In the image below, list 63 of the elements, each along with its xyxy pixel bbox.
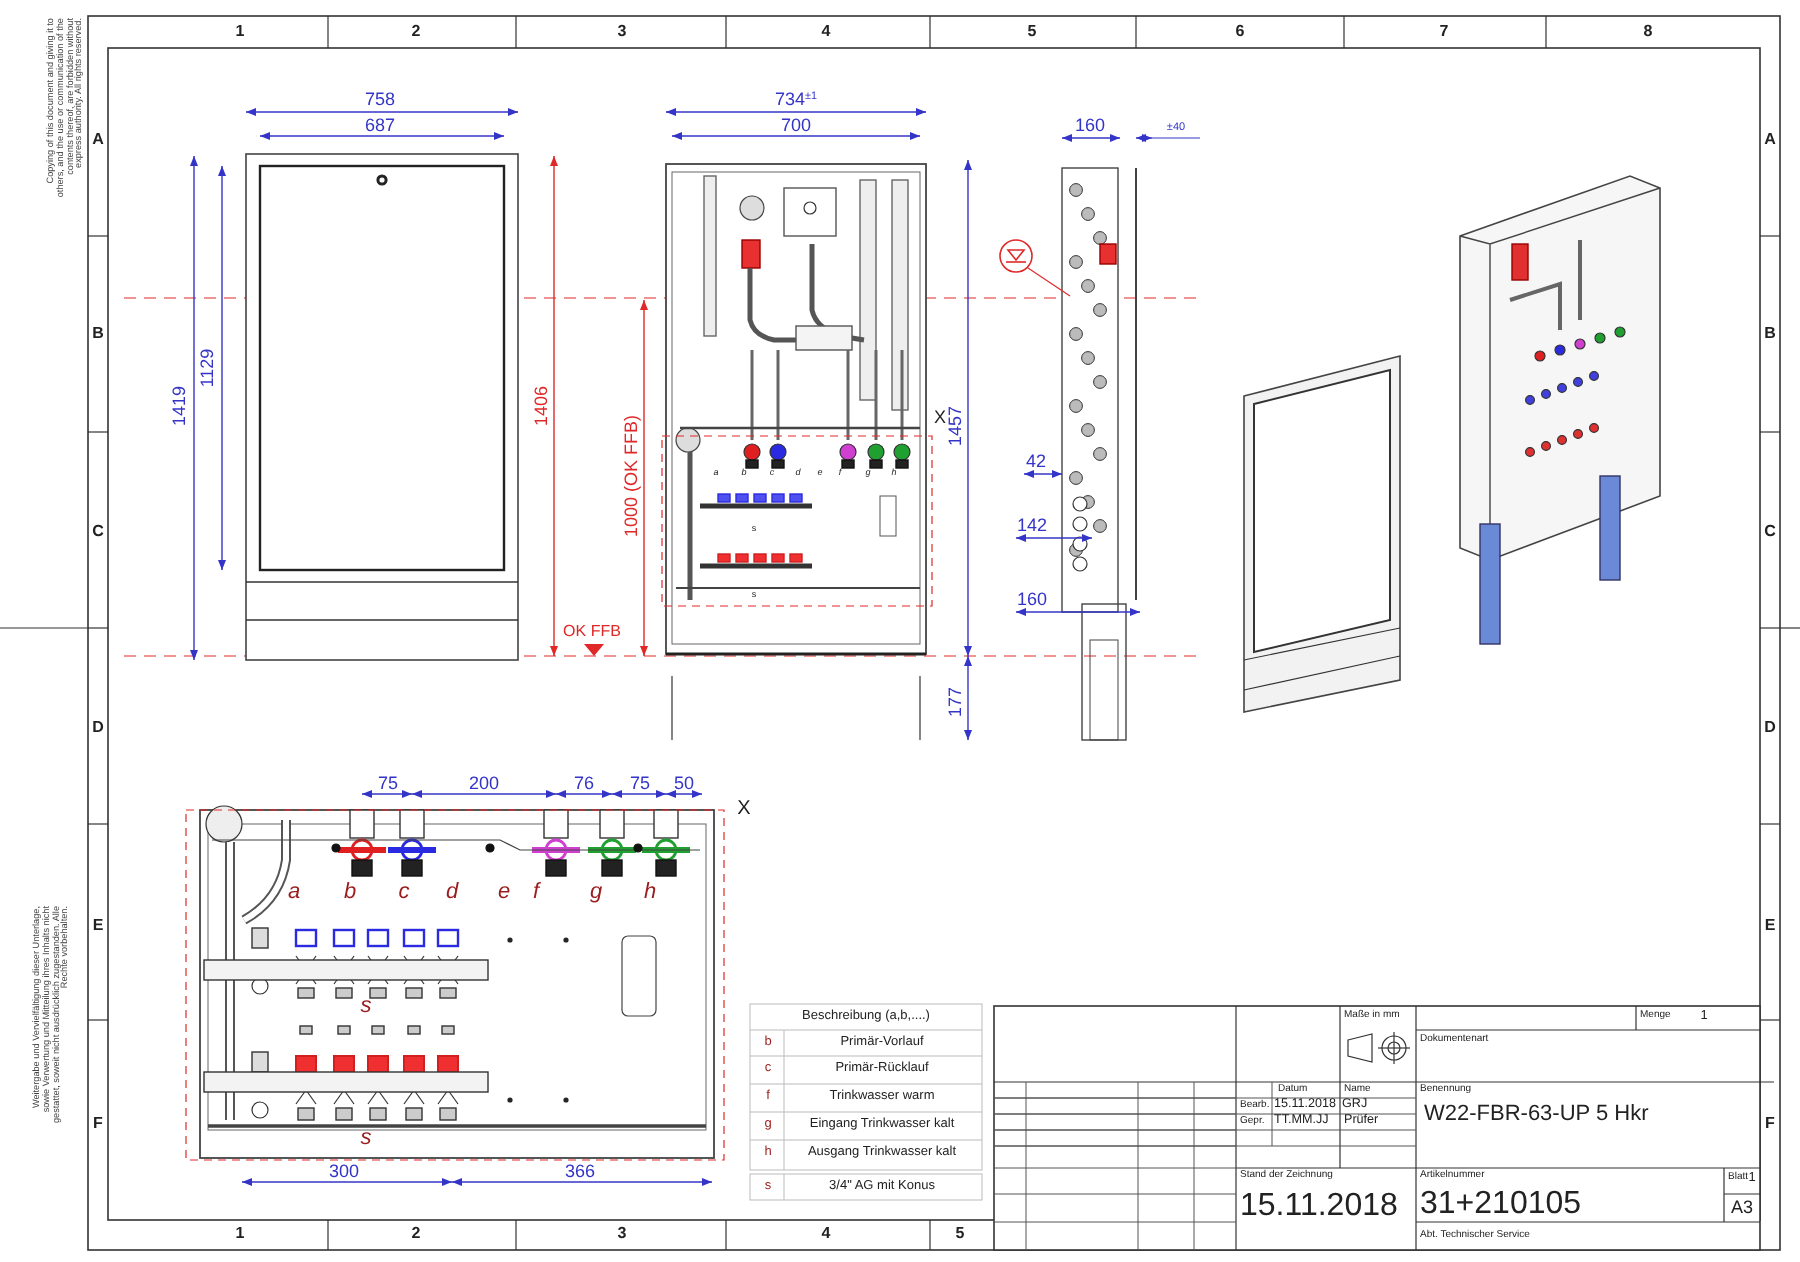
dimension-value: 50: [674, 774, 694, 794]
grid-reference: C: [1764, 523, 1776, 541]
grid-reference: 2: [411, 23, 421, 41]
dimension-value: 177: [946, 686, 966, 718]
grid-reference: 1: [235, 1225, 245, 1243]
grid-reference: D: [92, 719, 104, 737]
dimension-value: 1129: [198, 348, 218, 388]
grid-reference: 4: [821, 23, 831, 41]
dimension-value: 300: [328, 1162, 360, 1182]
dimension-value: 142: [1016, 516, 1048, 536]
grid-reference: F: [1765, 1115, 1775, 1133]
title-block-text: W22-FBR-63-UP 5 Hkr: [1424, 1104, 1649, 1128]
connection-letter: d: [445, 882, 459, 906]
connection-letter: a: [287, 882, 301, 906]
dimension-value: 1000 (OK FFB): [622, 414, 642, 538]
dimension-value: 75: [630, 774, 650, 794]
dimension-value: 1419: [170, 385, 190, 427]
level-label: X: [934, 408, 946, 428]
level-label: OK FFB: [563, 623, 621, 641]
dimension-value: 1406: [532, 385, 552, 427]
connection-letter: b: [343, 882, 357, 906]
grid-reference: 4: [821, 1225, 831, 1243]
connection-letter: g: [589, 882, 603, 906]
grid-reference: C: [92, 523, 104, 541]
grid-reference: F: [93, 1115, 103, 1133]
grid-reference: B: [1764, 325, 1776, 343]
grid-reference: 6: [1235, 23, 1245, 41]
title-block-text: A3: [1731, 1198, 1753, 1218]
grid-reference: D: [1764, 719, 1776, 737]
grid-reference: 1: [235, 23, 245, 41]
grid-reference: E: [1764, 917, 1776, 935]
connection-letter: h: [643, 882, 657, 906]
title-block-text: 15.11.2018: [1240, 1191, 1398, 1225]
dimension-value: 758: [364, 90, 396, 110]
dimension-value: 734$^{±1}$: [775, 90, 817, 110]
grid-reference: 8: [1643, 23, 1653, 41]
grid-reference: 5: [1027, 23, 1037, 41]
dimension-value: 687: [364, 116, 396, 136]
title-block-text: 31+210105: [1420, 1189, 1582, 1223]
dimension-value: 1457: [946, 405, 966, 447]
grid-reference: 3: [617, 1225, 627, 1243]
grid-reference: E: [92, 917, 104, 935]
connection-letter: s: [360, 996, 372, 1020]
grid-reference: 7: [1439, 23, 1449, 41]
grid-reference: A: [92, 131, 104, 149]
dimension-value: 700: [780, 116, 812, 136]
dimension-value: 160: [1074, 116, 1106, 136]
grid-reference: 5: [955, 1225, 965, 1243]
connection-letter: c: [398, 882, 410, 906]
connection-letter: f: [532, 882, 540, 906]
connection-letter: e: [497, 882, 511, 906]
dimension-value: 76: [574, 774, 594, 794]
grid-reference: A: [1764, 131, 1776, 149]
grid-reference: B: [92, 325, 104, 343]
level-label: X: [737, 799, 751, 821]
connection-letter: s: [360, 1128, 372, 1152]
dimension-value: 200: [468, 774, 500, 794]
grid-reference: 3: [617, 23, 627, 41]
grid-reference: 2: [411, 1225, 421, 1243]
dimension-value: 42: [1026, 452, 1046, 472]
dimension-value: 366: [564, 1162, 596, 1182]
dimension-value: 75: [378, 774, 398, 794]
dimension-value: 160: [1016, 590, 1048, 610]
